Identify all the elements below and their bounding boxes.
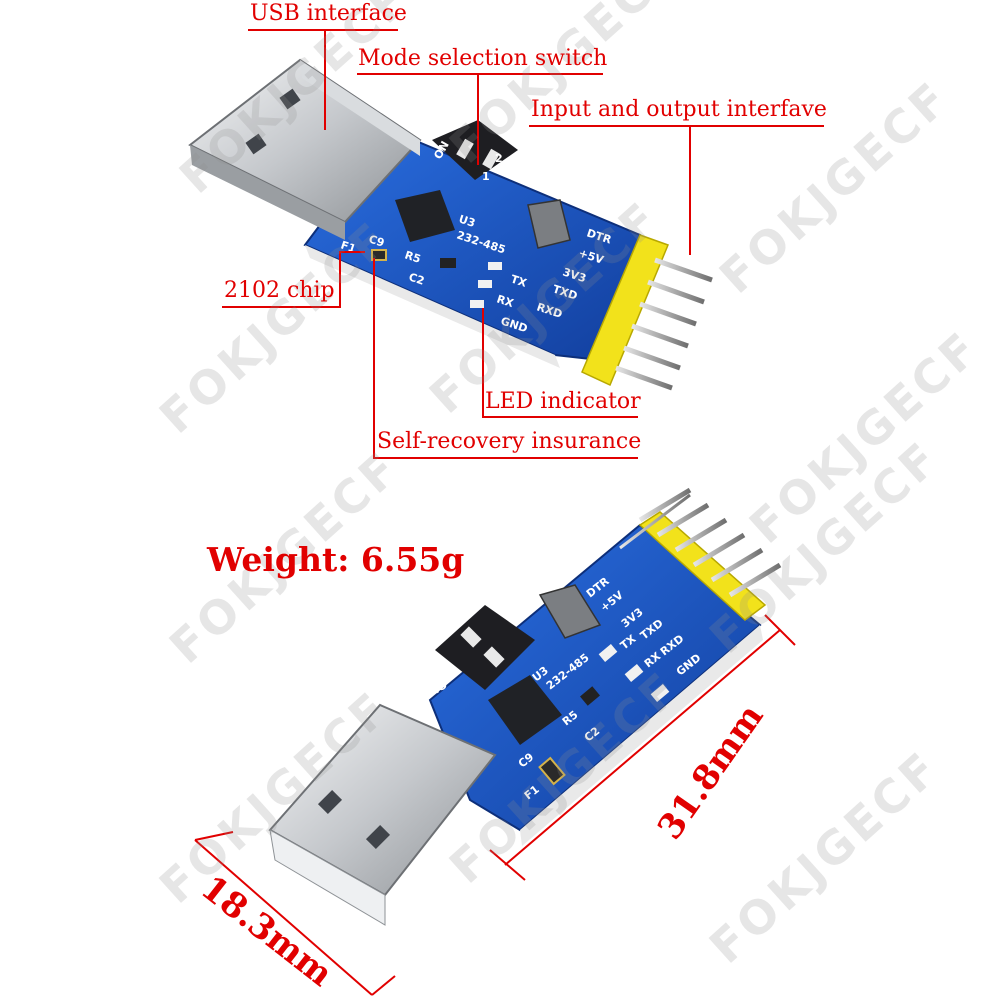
bottom-pin-header xyxy=(619,487,782,621)
label-usb-interface: USB interface xyxy=(250,1,407,26)
bottom-slide-switch xyxy=(538,584,602,639)
label-io-interface: Input and output interfave xyxy=(531,97,827,122)
top-chip xyxy=(395,190,455,242)
top-usb-connector xyxy=(188,58,422,240)
bottom-board: U3 232-485 DTR +5V 3V3 TXD RXD TX RX GND… xyxy=(268,487,782,926)
label-mode-switch: Mode selection switch xyxy=(358,46,608,71)
top-silk-tx: TX xyxy=(509,272,529,289)
top-silk-c9: C9 xyxy=(367,232,386,249)
top-pin-header xyxy=(581,200,713,391)
label-weight: Weight: 6.55g xyxy=(207,540,465,579)
bottom-usb-connector xyxy=(268,703,497,926)
top-silk-c2: C2 xyxy=(407,270,426,287)
top-slide-switch xyxy=(527,199,571,249)
label-fuse: Self-recovery insurance xyxy=(377,429,642,454)
label-chip: 2102 chip xyxy=(224,278,335,303)
top-silk-1: 1 xyxy=(482,170,490,183)
top-silk-2: 2 xyxy=(495,152,503,165)
top-silk-rx: RX xyxy=(495,292,516,310)
dimension-lines xyxy=(194,614,796,996)
top-board: U3 232-485 DTR +5V 3V3 TXD RXD TX RX GND… xyxy=(188,58,713,391)
top-dip-switch xyxy=(432,120,518,180)
top-callouts xyxy=(222,29,824,459)
top-silk-u3: U3 xyxy=(457,212,477,229)
top-silk-r5: R5 xyxy=(403,248,422,265)
label-led: LED indicator xyxy=(485,389,641,414)
bottom-dip-switch xyxy=(435,605,535,690)
bottom-chip xyxy=(488,675,562,745)
